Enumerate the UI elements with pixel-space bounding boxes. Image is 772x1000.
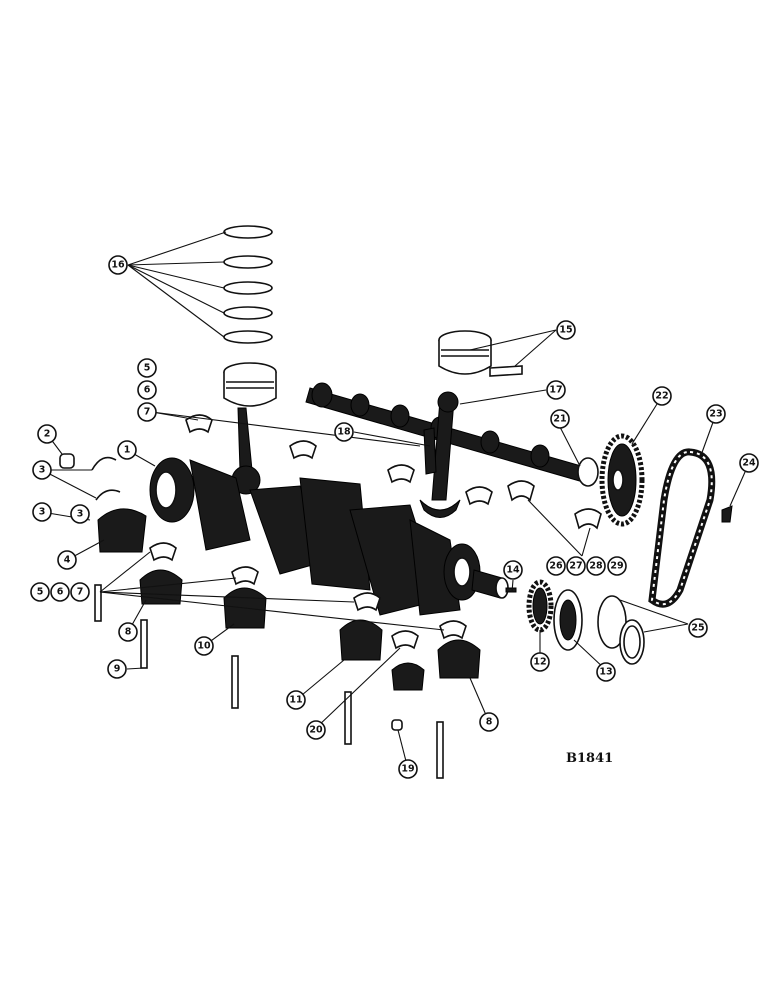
- svg-text:23: 23: [709, 409, 722, 420]
- svg-text:18: 18: [337, 427, 351, 438]
- svg-text:25: 25: [691, 623, 704, 634]
- svg-text:20: 20: [309, 725, 323, 736]
- svg-text:5: 5: [37, 587, 44, 598]
- svg-text:21: 21: [553, 414, 566, 425]
- svg-text:5: 5: [144, 363, 151, 374]
- piston-pin: [489, 365, 523, 377]
- chain-connector: [721, 505, 733, 523]
- svg-text:13: 13: [599, 667, 612, 678]
- callout-1: 1: [117, 440, 137, 460]
- callout-20: 20: [306, 720, 326, 740]
- callout-7-bottom: 7: [70, 582, 90, 602]
- callout-12: 12: [530, 652, 550, 672]
- piston-right: [438, 330, 492, 375]
- crankshaft: [149, 457, 509, 616]
- reference-code: B1841: [566, 751, 613, 766]
- piston-rings: [223, 225, 273, 344]
- thrust-washer: [91, 456, 117, 471]
- svg-text:16: 16: [111, 260, 125, 271]
- svg-text:19: 19: [401, 764, 414, 775]
- svg-text:3: 3: [77, 509, 84, 520]
- callout-6-bottom: 6: [50, 582, 70, 602]
- callout-17: 17: [546, 380, 566, 400]
- callout-3b: 3: [70, 504, 90, 524]
- piston-ring-2: [223, 255, 273, 269]
- svg-text:29: 29: [610, 561, 623, 572]
- svg-text:12: 12: [533, 657, 546, 668]
- svg-text:7: 7: [144, 407, 151, 418]
- callout-5-top: 5: [137, 358, 157, 378]
- svg-text:8: 8: [486, 717, 493, 728]
- svg-text:15: 15: [559, 325, 572, 336]
- callout-3c: 3: [32, 502, 52, 522]
- svg-text:9: 9: [114, 664, 121, 675]
- callout-11: 11: [286, 690, 306, 710]
- svg-text:10: 10: [197, 641, 211, 652]
- callout-28: 28: [586, 556, 606, 576]
- callout-9: 9: [107, 659, 127, 679]
- callout-27: 27: [566, 556, 586, 576]
- callout-3a: 3: [32, 460, 52, 480]
- callout-13: 13: [596, 662, 616, 682]
- callout-8-left: 8: [118, 622, 138, 642]
- svg-text:6: 6: [57, 587, 64, 598]
- svg-text:8: 8: [125, 627, 132, 638]
- timing-gear-camshaft: [599, 433, 645, 527]
- timing-chain: [648, 448, 716, 608]
- callout-10: 10: [194, 636, 214, 656]
- callout-16: 16: [108, 255, 128, 275]
- plug: [391, 719, 403, 731]
- small-parts: [59, 427, 733, 731]
- callout-7-top: 7: [137, 402, 157, 422]
- bearing-bolts: [94, 584, 444, 779]
- callout-24: 24: [739, 453, 759, 473]
- piston-ring-4: [223, 306, 273, 320]
- crankshaft-gear: [526, 579, 554, 633]
- leader-lines: [41, 231, 750, 770]
- callout-18: 18: [334, 422, 354, 442]
- callout-23: 23: [706, 404, 726, 424]
- svg-text:27: 27: [569, 561, 582, 572]
- callout-4: 4: [57, 550, 77, 570]
- piston-ring-5: [223, 330, 273, 344]
- callout-6-top: 6: [137, 380, 157, 400]
- svg-text:3: 3: [39, 465, 46, 476]
- svg-text:6: 6: [144, 385, 151, 396]
- svg-text:11: 11: [289, 695, 302, 706]
- svg-text:24: 24: [742, 458, 756, 469]
- svg-text:26: 26: [549, 561, 563, 572]
- bolt-18: [423, 427, 437, 475]
- callout-29: 29: [607, 556, 627, 576]
- connecting-rod-right: [419, 391, 461, 518]
- callout-2: 2: [37, 424, 57, 444]
- dowel-pin: [59, 453, 75, 469]
- woodruff-key: [505, 587, 517, 593]
- piston-ring-1: [223, 225, 273, 239]
- svg-text:28: 28: [589, 561, 603, 572]
- piston-left: [223, 362, 277, 407]
- seal-rings: [597, 595, 645, 665]
- svg-text:1: 1: [124, 445, 131, 456]
- svg-text:17: 17: [549, 385, 562, 396]
- callout-25: 25: [688, 618, 708, 638]
- svg-text:4: 4: [64, 555, 71, 566]
- svg-text:3: 3: [39, 507, 46, 518]
- bearing-caps: [97, 508, 481, 691]
- svg-text:7: 7: [77, 587, 84, 598]
- svg-text:22: 22: [655, 391, 668, 402]
- callout-26: 26: [546, 556, 566, 576]
- oil-slinger: [553, 589, 583, 651]
- callout-19: 19: [398, 759, 418, 779]
- callout-22: 22: [652, 386, 672, 406]
- svg-text:14: 14: [506, 565, 520, 576]
- callout-21: 21: [550, 409, 570, 429]
- callout-5-bottom: 5: [30, 582, 50, 602]
- callout-14: 14: [503, 560, 523, 580]
- piston-ring-3: [223, 281, 273, 295]
- callout-8-right: 8: [479, 712, 499, 732]
- callout-15: 15: [556, 320, 576, 340]
- thrust-washer-2: [95, 489, 121, 501]
- svg-text:2: 2: [44, 429, 51, 440]
